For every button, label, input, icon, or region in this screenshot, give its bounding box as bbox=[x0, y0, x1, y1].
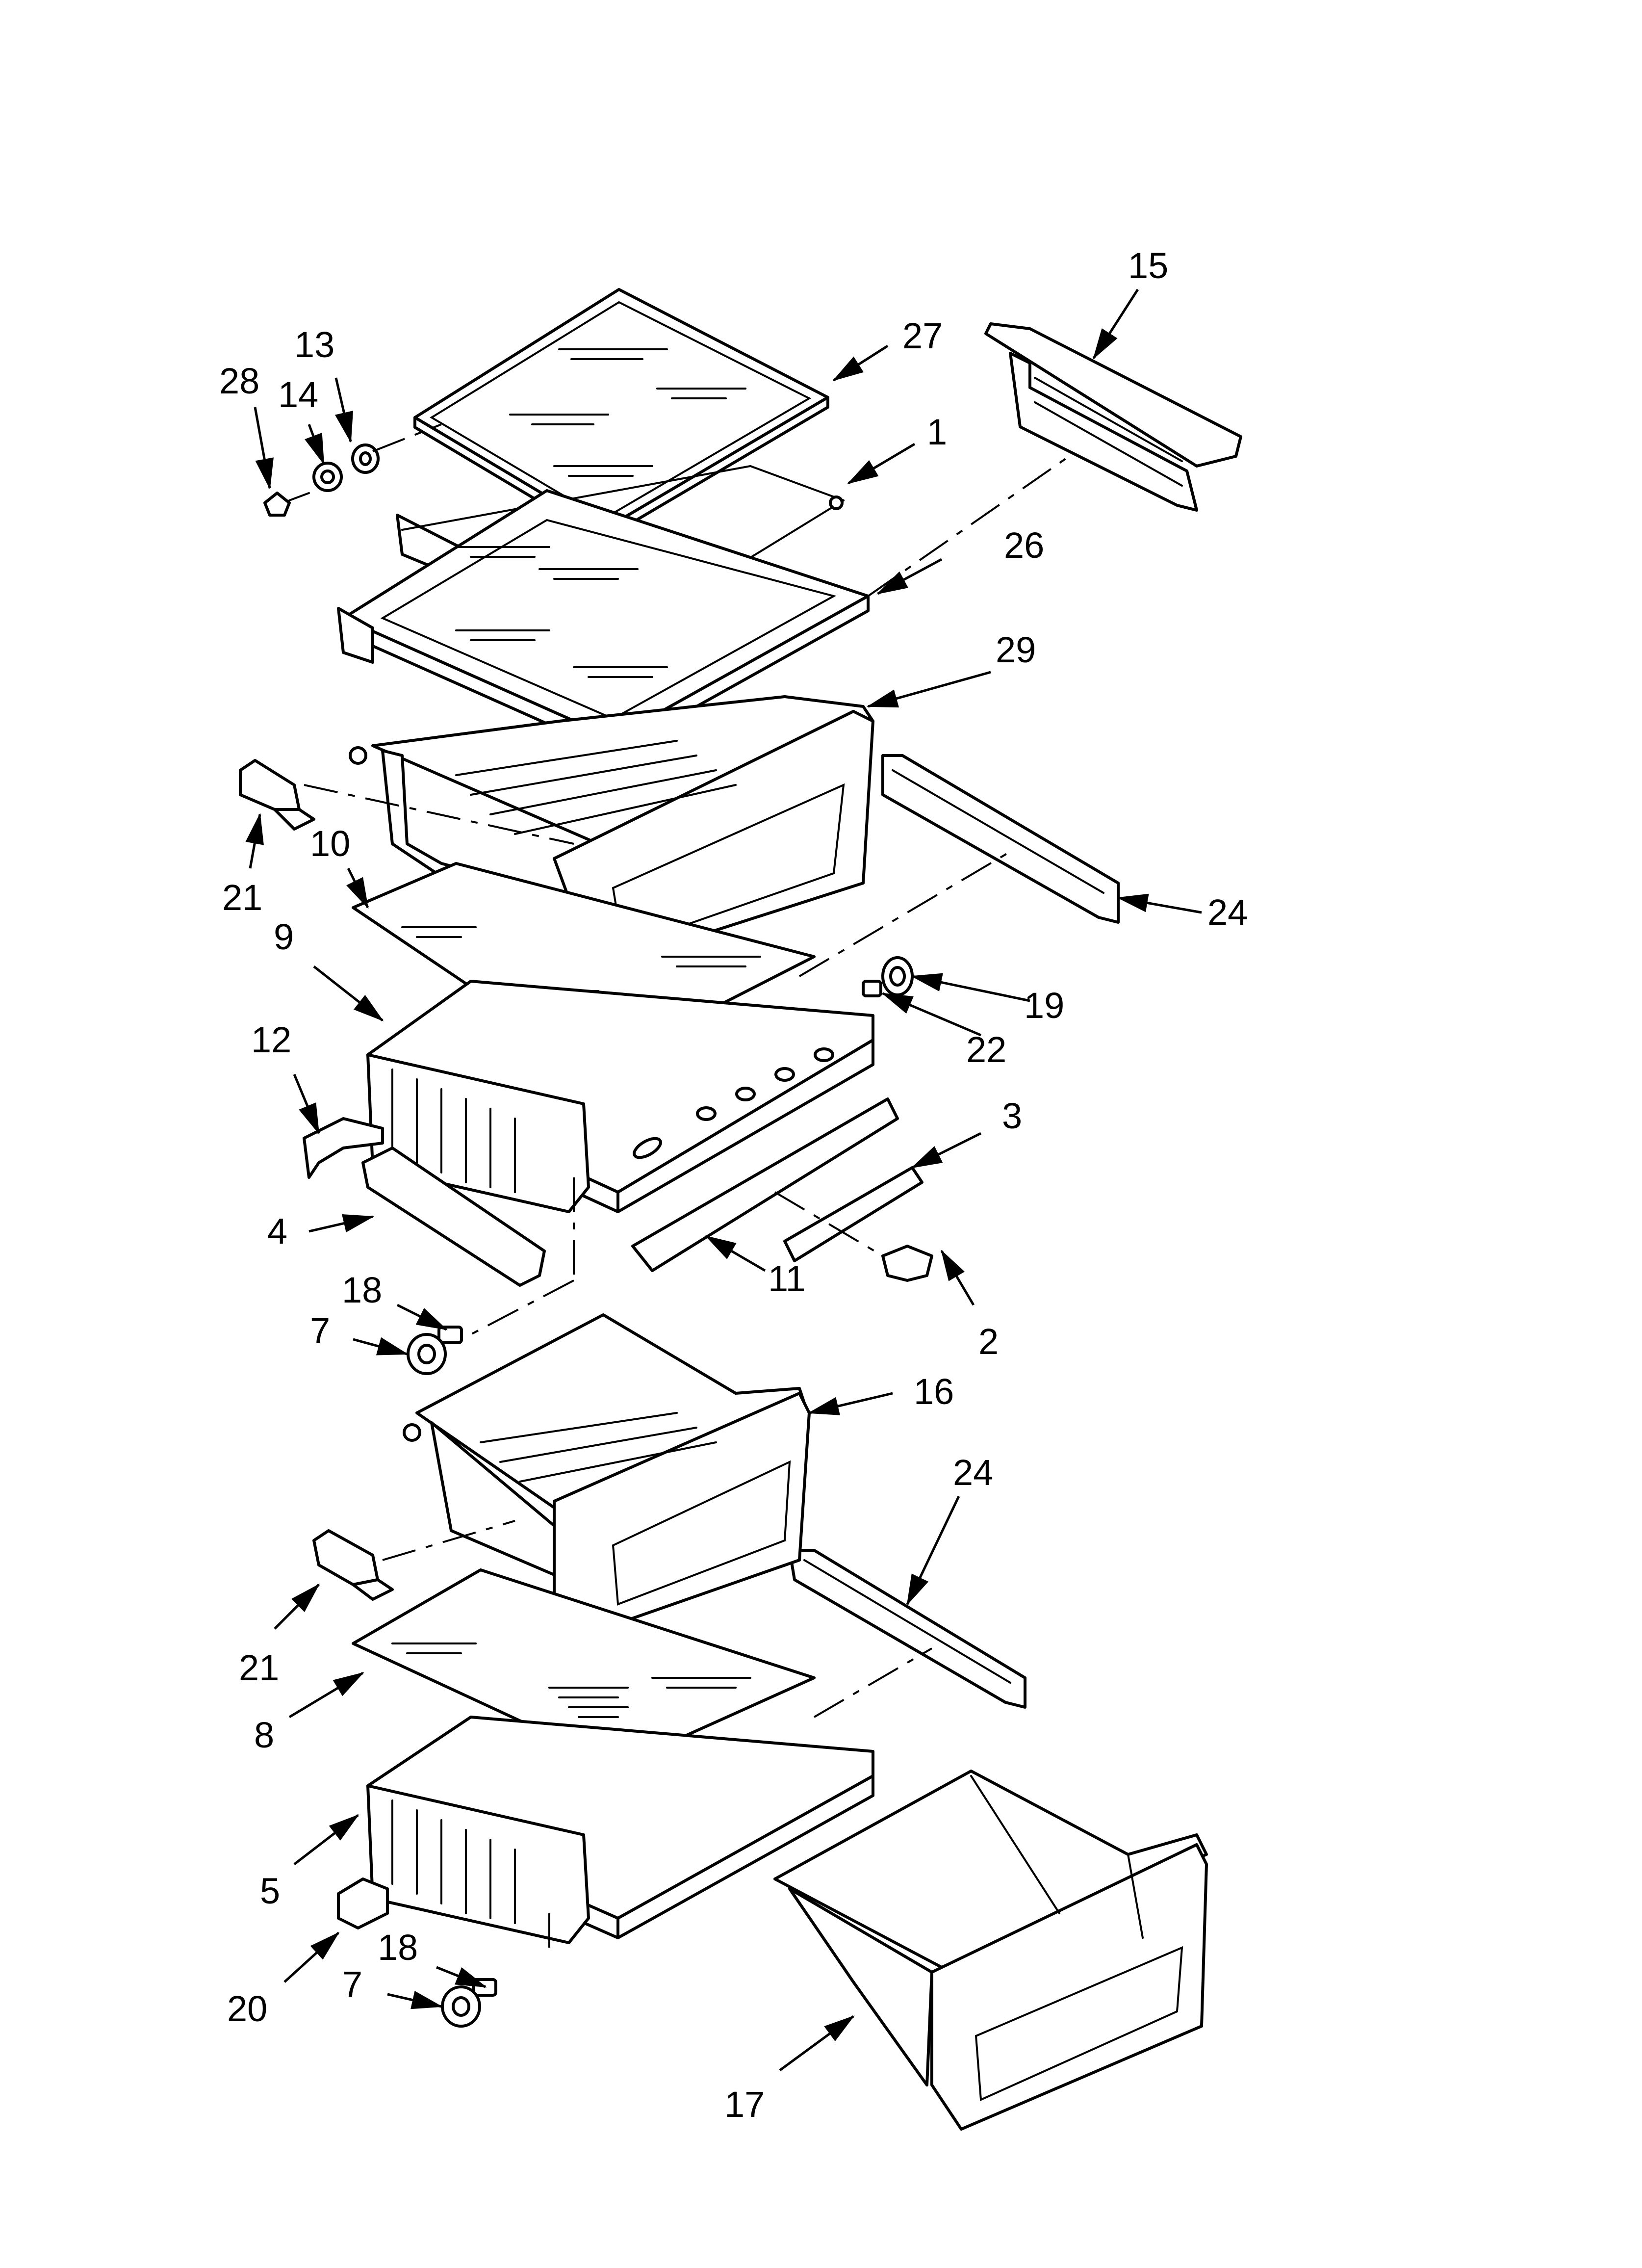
callout-9: 9 bbox=[274, 916, 294, 957]
callout-7-lower: 7 bbox=[342, 1964, 362, 2005]
screw-22 bbox=[862, 980, 882, 997]
roller-19 bbox=[881, 956, 914, 996]
roller-7-upper bbox=[407, 1333, 447, 1375]
callout-1: 1 bbox=[927, 412, 947, 452]
callout-28: 28 bbox=[219, 361, 259, 401]
callout-2: 2 bbox=[978, 1321, 999, 1362]
callout-24-upper: 24 bbox=[1207, 892, 1248, 933]
cover-piece-lower bbox=[312, 1529, 394, 1601]
washer-14 bbox=[312, 462, 343, 492]
drawer-frame-upper bbox=[366, 980, 874, 1213]
drawer-slide-rail-lower bbox=[788, 1549, 1026, 1709]
callout-18-lower: 18 bbox=[378, 1927, 418, 1968]
callout-26: 26 bbox=[1004, 525, 1044, 566]
callout-11: 11 bbox=[768, 1258, 806, 1299]
callout-7-upper: 7 bbox=[310, 1310, 330, 1351]
screw-18-upper bbox=[437, 1326, 463, 1344]
roller-7-lower bbox=[441, 1985, 481, 2028]
callout-21-lower: 21 bbox=[239, 1647, 279, 1688]
trim-piece-12 bbox=[303, 1117, 384, 1179]
callout-16: 16 bbox=[914, 1371, 954, 1412]
callout-14: 14 bbox=[278, 374, 318, 415]
deli-drawer-bottom bbox=[773, 1770, 1208, 2131]
callout-21-upper: 21 bbox=[222, 877, 262, 918]
shelf-support-rail bbox=[984, 322, 1242, 512]
roller-13 bbox=[351, 443, 380, 474]
callout-17: 17 bbox=[724, 2084, 765, 2125]
callout-20: 20 bbox=[227, 1988, 267, 2029]
callout-8: 8 bbox=[254, 1715, 274, 1755]
drawer-slide-rail-upper bbox=[881, 754, 1120, 924]
callout-29: 29 bbox=[996, 629, 1036, 670]
crisper-drawer-middle bbox=[403, 1313, 811, 1635]
callout-18-upper: 18 bbox=[342, 1270, 382, 1310]
callout-3: 3 bbox=[1002, 1095, 1022, 1136]
screw-28 bbox=[263, 492, 310, 517]
callout-19: 19 bbox=[1024, 985, 1064, 1026]
callout-24-lower: 24 bbox=[953, 1452, 993, 1493]
trim-piece-11 bbox=[631, 1097, 899, 1272]
glass-shelf-top bbox=[413, 288, 829, 541]
callout-10: 10 bbox=[310, 823, 350, 864]
callout-13: 13 bbox=[294, 324, 334, 365]
callout-15: 15 bbox=[1128, 245, 1168, 286]
callout-labels: 15 27 1 13 28 14 26 29 21 10 24 9 19 22 … bbox=[219, 245, 1248, 2125]
callout-5: 5 bbox=[260, 1871, 280, 1911]
alignment-lines bbox=[304, 423, 1070, 1957]
callout-27: 27 bbox=[902, 315, 943, 356]
cover-piece-upper bbox=[239, 759, 315, 831]
bracket-3 bbox=[783, 1166, 924, 1262]
clip-2 bbox=[881, 1245, 933, 1282]
trim-piece-4 bbox=[361, 1147, 546, 1287]
callout-22: 22 bbox=[966, 1029, 1006, 1070]
callout-12: 12 bbox=[251, 1019, 291, 1060]
leader-arrows bbox=[245, 288, 1202, 2072]
cap-20 bbox=[337, 1877, 389, 1929]
drawer-frame-lower bbox=[366, 1716, 874, 1944]
callout-4: 4 bbox=[267, 1211, 287, 1251]
